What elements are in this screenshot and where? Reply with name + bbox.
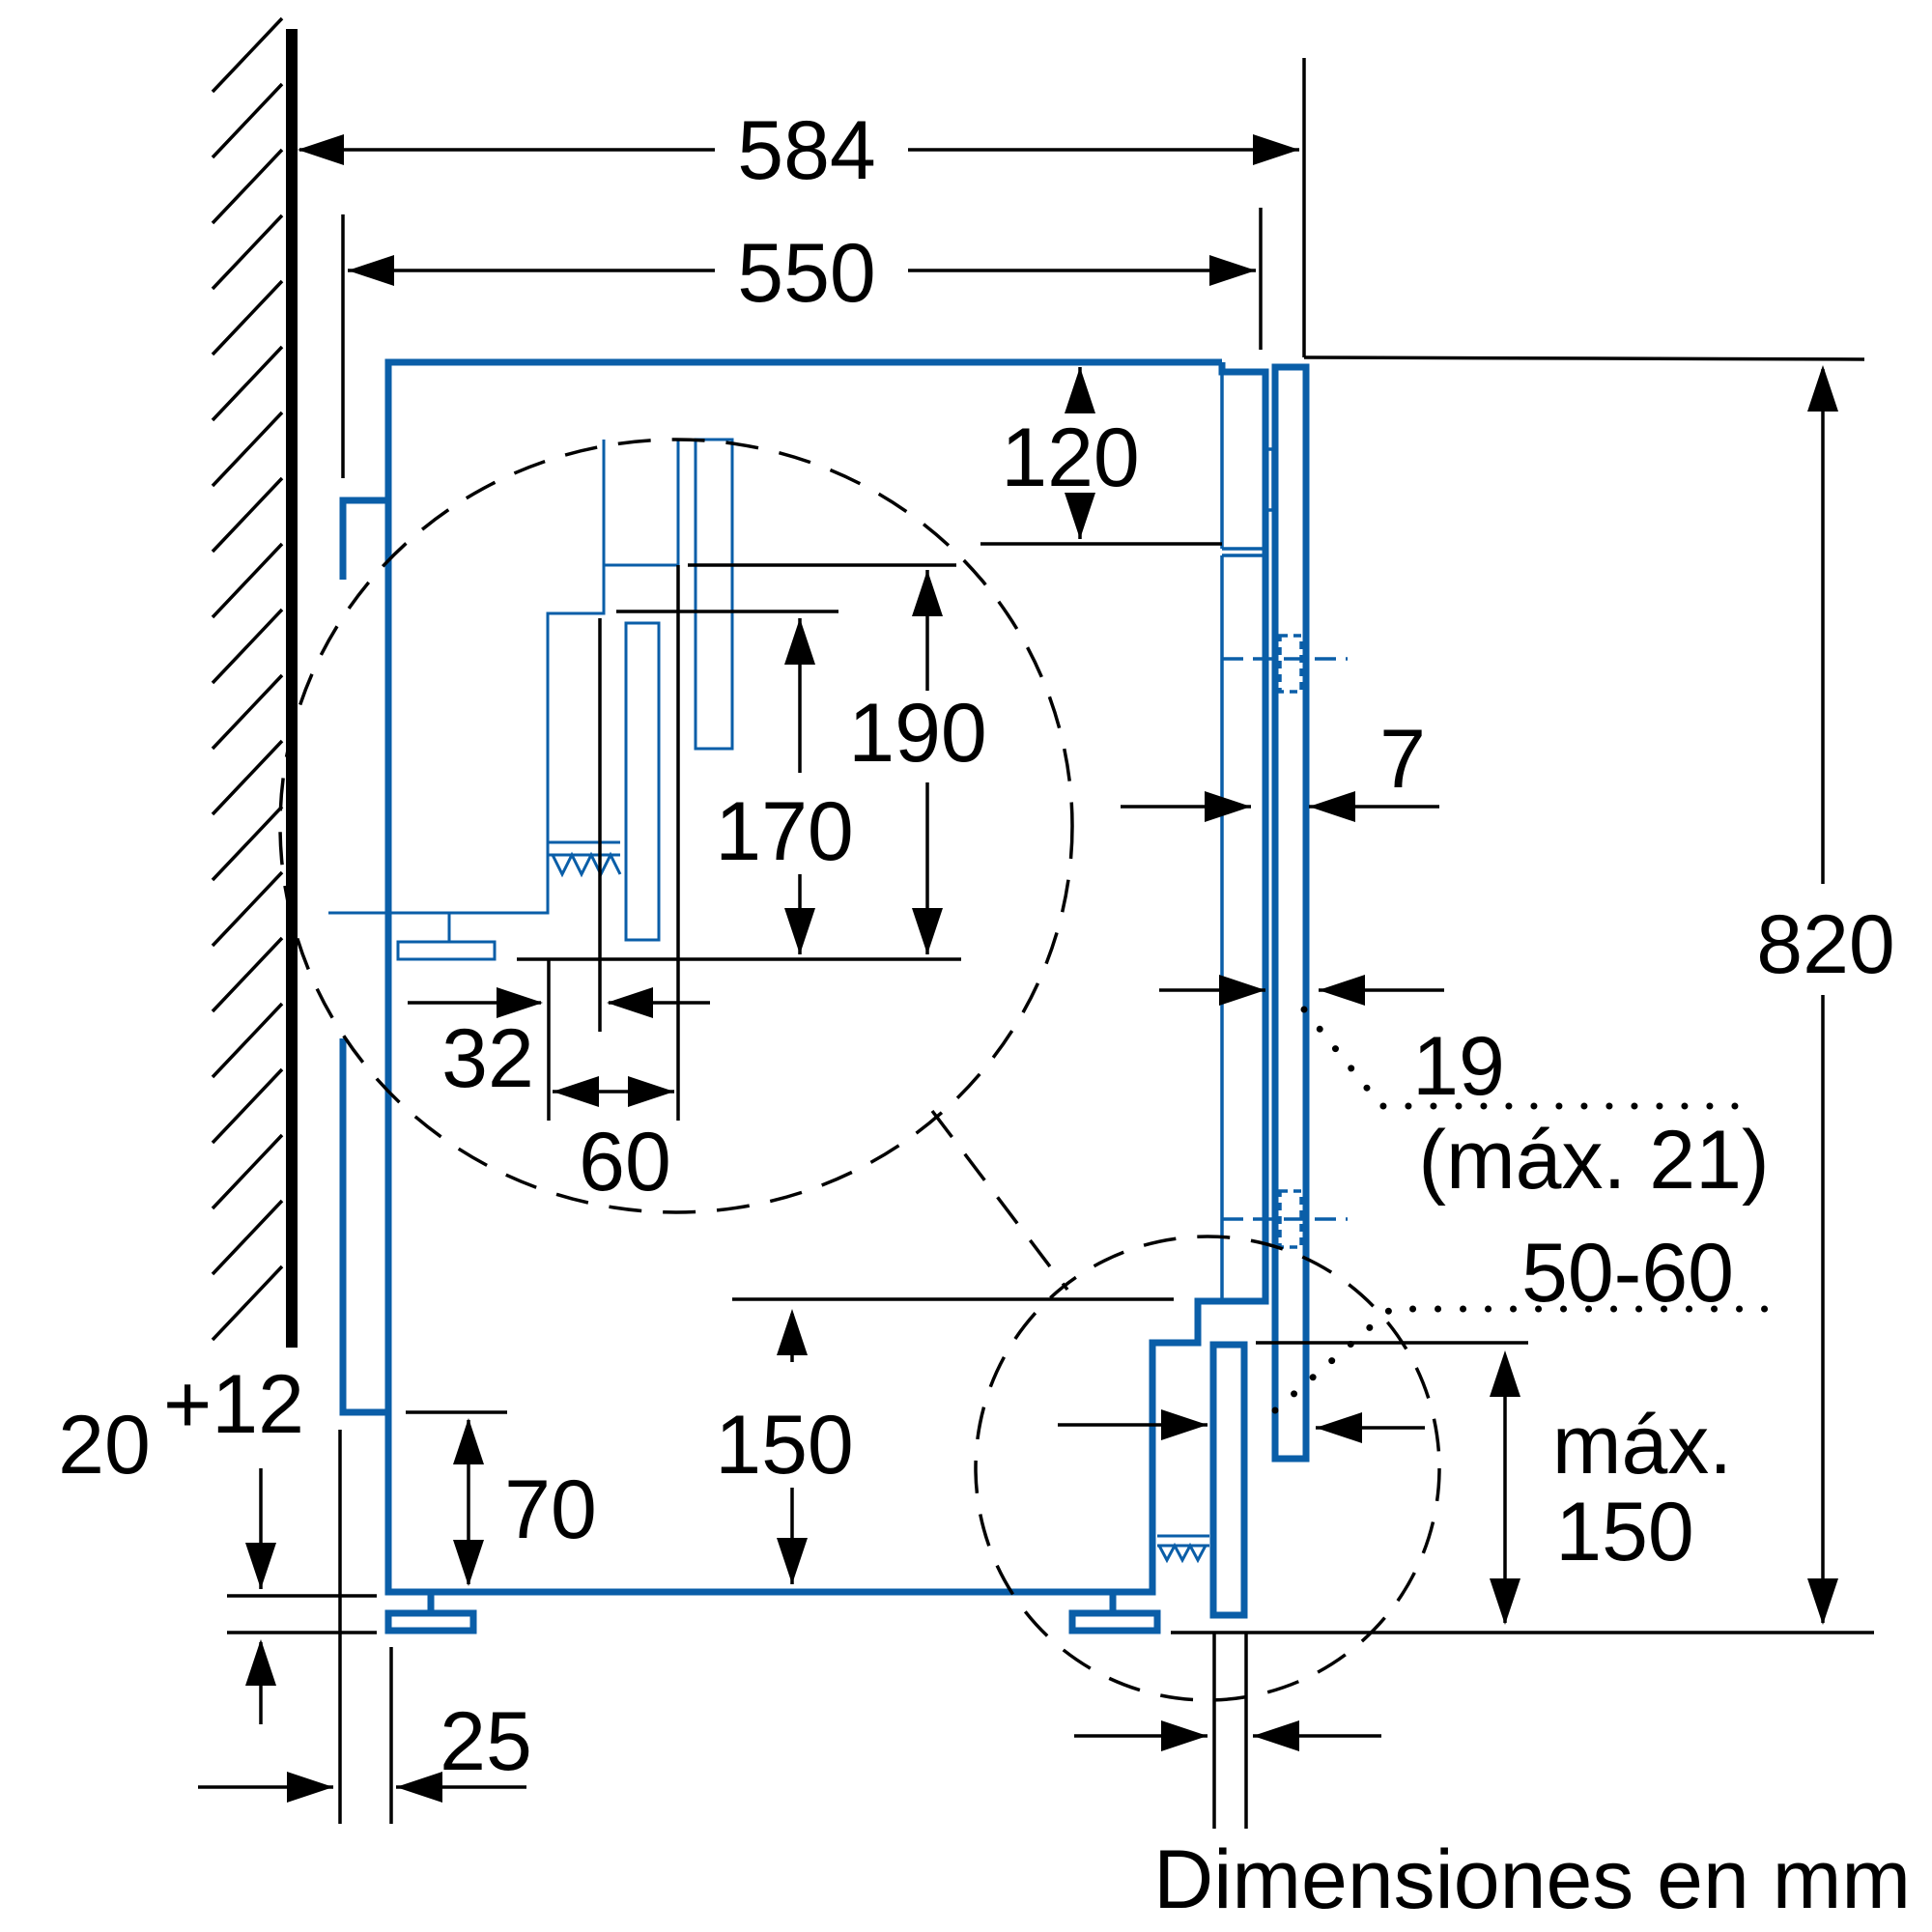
arrowhead [497, 987, 543, 1018]
side-panel-bottom [339, 1038, 388, 1416]
label-584: 584 [737, 104, 876, 197]
arrowhead [1219, 975, 1265, 1006]
arrowhead [453, 1540, 484, 1586]
arrowhead [1316, 1412, 1362, 1443]
arrowhead [1209, 255, 1256, 286]
hatch-stroke [211, 345, 284, 422]
hatch-stroke [211, 1067, 284, 1145]
hatch-stroke [211, 1199, 284, 1276]
hatch-stroke [211, 148, 284, 225]
hatch-stroke [211, 936, 284, 1013]
label-70: 70 [504, 1463, 597, 1556]
label-120: 120 [1001, 412, 1140, 504]
arrowhead [348, 255, 394, 286]
arrowhead [1161, 1409, 1208, 1440]
cabinet-outline [339, 358, 1310, 1634]
arrowhead [245, 1543, 276, 1589]
label-19: 19 [1412, 1020, 1505, 1113]
arrowhead [1807, 365, 1838, 412]
label-20: 20 [58, 1399, 151, 1492]
arrowhead [1253, 134, 1299, 165]
arrowhead [396, 1772, 442, 1803]
door-panel [1271, 363, 1310, 1463]
arrowhead [628, 1076, 674, 1107]
arrowhead [607, 987, 653, 1018]
hatch-stroke [211, 805, 284, 882]
arrowhead [553, 1076, 599, 1107]
right-foot [1068, 1592, 1161, 1634]
hatch-stroke [211, 673, 284, 751]
arrowhead [912, 570, 943, 616]
arrowhead [912, 908, 943, 954]
label-50-60: 50-60 [1521, 1227, 1734, 1320]
wall-hatching [211, 16, 284, 1342]
arrowhead [1065, 367, 1095, 413]
detail-bottom-profile [1157, 1534, 1209, 1564]
detail-circle-bottom [974, 1235, 1441, 1702]
label-max: máx. [1552, 1399, 1732, 1492]
dotted-leaders [1271, 1006, 1772, 1414]
arrowhead [1161, 1720, 1208, 1751]
label-550: 550 [737, 227, 876, 320]
hatch-stroke [211, 1264, 284, 1342]
label-190: 190 [848, 687, 987, 780]
arrowhead [777, 1538, 808, 1584]
hatch-stroke [211, 476, 284, 554]
arrowhead [245, 1639, 276, 1686]
label-25: 25 [440, 1695, 532, 1788]
label-32: 32 [441, 1012, 534, 1105]
caption: Dimensiones en mm [1153, 1833, 1911, 1926]
detail-top-profile [328, 438, 734, 961]
wall [211, 16, 298, 1348]
hatch-stroke [211, 870, 284, 948]
inner-carcass [1220, 372, 1348, 1301]
arrowhead [784, 908, 815, 954]
detail-circle-top [278, 438, 1074, 1214]
label-max-21: (máx. 21) [1418, 1114, 1769, 1207]
arrowhead [1205, 791, 1251, 822]
hatch-stroke [211, 1133, 284, 1210]
hatch-stroke [211, 279, 284, 356]
arrowhead [287, 1772, 333, 1803]
hatch-stroke [211, 608, 284, 685]
hatch-stroke [211, 82, 284, 159]
arrowhead [1490, 1578, 1520, 1625]
hatch-stroke [211, 1002, 284, 1079]
plinth-panel [1209, 1341, 1248, 1619]
arrowhead [1490, 1350, 1520, 1397]
arrowhead [1309, 791, 1355, 822]
arrowhead [784, 618, 815, 665]
label-820: 820 [1756, 898, 1895, 991]
arrowhead [1807, 1578, 1838, 1625]
label-7: 7 [1379, 713, 1426, 806]
arrowheads [245, 134, 1838, 1803]
side-panel-top [339, 497, 388, 580]
hatch-stroke [211, 739, 284, 816]
arrowhead [1065, 493, 1095, 539]
detail-connector [930, 1109, 1069, 1292]
label-170: 170 [715, 785, 854, 878]
hatch-stroke [211, 542, 284, 619]
label-max-150: 150 [1555, 1486, 1694, 1578]
dimension-lines [198, 58, 1874, 1829]
hatch-stroke [211, 411, 284, 488]
dimension-labels: 584 550 120 190 170 32 60 7 19 (máx. 21)… [58, 104, 1911, 1926]
label-150: 150 [715, 1399, 854, 1492]
arrowhead [298, 134, 344, 165]
upper-hinge [1222, 634, 1348, 694]
arrowhead [777, 1309, 808, 1355]
label-60: 60 [579, 1116, 671, 1208]
left-foot [384, 1592, 477, 1634]
hatch-stroke [211, 213, 284, 291]
arrowhead [453, 1418, 484, 1464]
arrowhead [1253, 1720, 1299, 1751]
lower-hinge [1222, 1189, 1348, 1249]
arrowhead [1319, 975, 1365, 1006]
hatch-stroke [211, 16, 284, 94]
label-plus-12: +12 [163, 1358, 304, 1451]
cabinet-body [384, 358, 1269, 1596]
